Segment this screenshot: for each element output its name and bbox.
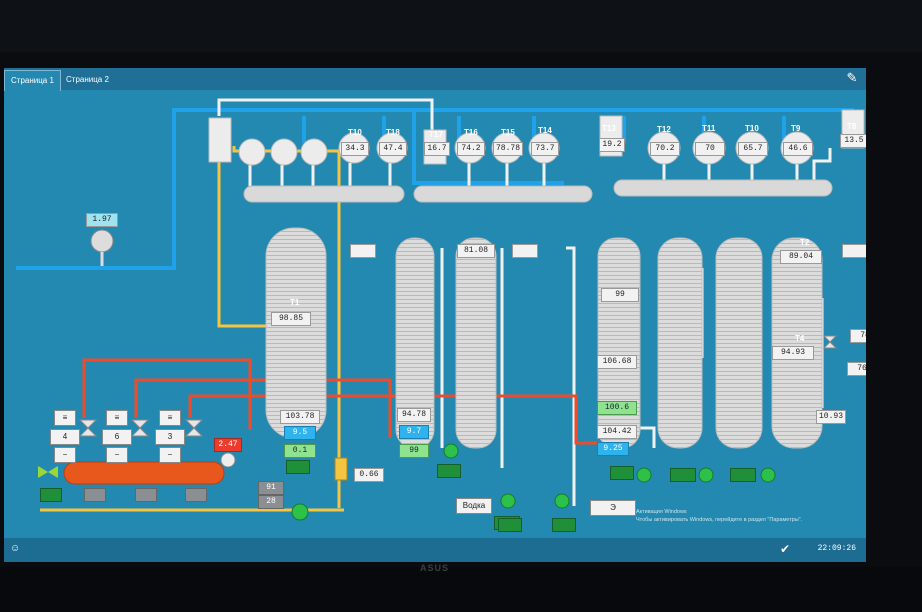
tank-value: 34.3	[341, 142, 369, 156]
status-indicator	[40, 488, 62, 502]
tank-value: 46.6	[783, 142, 813, 156]
column-flow: 0.1	[284, 444, 316, 458]
tank-value: 73.7	[531, 142, 559, 156]
heater-setpoint[interactable]: 3	[155, 429, 185, 445]
pump-status	[498, 518, 522, 532]
side-value: 78	[850, 329, 866, 343]
scada-screen: Страница 1 Страница 2 ✎	[4, 68, 866, 562]
tab-bar: Страница 1 Страница 2 ✎	[4, 68, 866, 91]
heater-reading: 91	[258, 481, 284, 495]
tab-page-1[interactable]: Страница 1	[4, 70, 61, 91]
e-button[interactable]: Э	[590, 500, 636, 516]
background-wall	[0, 0, 922, 60]
tank-value: 19.2	[599, 138, 625, 152]
column-bottom-temp: 94.78	[397, 408, 431, 422]
user-icon[interactable]: ☺	[10, 543, 21, 554]
side-value: 76	[847, 362, 866, 376]
tank-label: T9	[791, 124, 801, 133]
tank-value: 74.2	[457, 142, 485, 156]
column-temp: 98.85	[271, 312, 311, 326]
pump-status	[610, 466, 634, 480]
status-indicator	[185, 488, 207, 502]
heater-minus-button[interactable]: −	[54, 447, 76, 463]
clock: 22:09:26	[817, 544, 856, 553]
tank-value: 70.2	[650, 142, 680, 156]
tank-label: T13	[602, 124, 616, 133]
column-top-temp: 89.04	[780, 250, 822, 264]
empty-indicator	[350, 244, 376, 258]
tab-page-2[interactable]: Страница 2	[66, 75, 109, 84]
tank-label: T16	[464, 128, 478, 137]
tank-label: T8	[847, 122, 857, 131]
heater-temp: 2.47	[214, 438, 242, 452]
pump-status	[286, 460, 310, 474]
monitor-brand: ASUS	[420, 563, 450, 573]
tank-label: T14	[538, 126, 552, 135]
column-level: 9.7	[399, 425, 429, 439]
column-temp: 106.68	[597, 355, 637, 369]
tank-value: 16.7	[424, 142, 450, 156]
column-label: T2	[800, 238, 810, 247]
column-top-temp: 81.08	[457, 244, 495, 258]
column-temp: 94.93	[772, 346, 814, 360]
heater-minus-button[interactable]: −	[106, 447, 128, 463]
empty-indicator	[512, 244, 538, 258]
pressure-value: 1.97	[86, 213, 118, 227]
pump-status	[730, 468, 756, 482]
heater-setpoint[interactable]: 6	[102, 429, 132, 445]
tank-label: T10	[745, 124, 759, 133]
tank-value: 13.5	[840, 134, 866, 148]
tank-label: T17	[429, 130, 443, 139]
column-level: 9.25	[597, 442, 629, 456]
tank-label: T10	[348, 128, 362, 137]
column-flow: 99	[399, 444, 429, 458]
heater-minus-button[interactable]: −	[159, 447, 181, 463]
pump-status	[670, 468, 696, 482]
checkmark-icon[interactable]: ✔	[779, 542, 790, 556]
column-label: T4	[795, 334, 805, 343]
tank-value: 47.4	[379, 142, 407, 156]
column-bottom-temp: 104.42	[597, 425, 637, 439]
flow-value: 0.66	[354, 468, 384, 482]
column-label: T1	[290, 298, 300, 307]
status-indicator	[135, 488, 157, 502]
heater-control-button[interactable]: ≡	[106, 410, 128, 426]
pump-status	[552, 518, 576, 532]
empty-indicator	[842, 244, 866, 258]
app-logo-icon: ✎	[846, 70, 858, 85]
windows-activation-watermark: Активация Windows Чтобы активировать Win…	[636, 509, 803, 523]
tank-value: 70	[695, 142, 725, 156]
heater-setpoint[interactable]: 4	[50, 429, 80, 445]
status-indicator	[84, 488, 106, 502]
heater-reading: 28	[258, 495, 284, 509]
tank-value: 65.7	[738, 142, 768, 156]
pump-status	[437, 464, 461, 478]
tank-label: T12	[657, 125, 671, 134]
tank-label: T11	[702, 124, 716, 133]
tank-label: T18	[386, 128, 400, 137]
heater-control-button[interactable]: ≡	[54, 410, 76, 426]
column-level: 10.93	[816, 410, 846, 424]
vodka-button[interactable]: Водка	[456, 498, 492, 514]
process-diagram	[16, 98, 865, 521]
column-bottom-temp: 103.78	[280, 410, 320, 424]
status-bar: ☺ ✔ 22:09:26	[4, 538, 866, 562]
column-flow: 100.6	[597, 401, 637, 415]
tank-label: T15	[501, 128, 515, 137]
heater-control-button[interactable]: ≡	[159, 410, 181, 426]
tank-value: 78.78	[493, 142, 523, 156]
column-level: 9.5	[284, 426, 316, 440]
column-top-temp: 99	[601, 288, 639, 302]
